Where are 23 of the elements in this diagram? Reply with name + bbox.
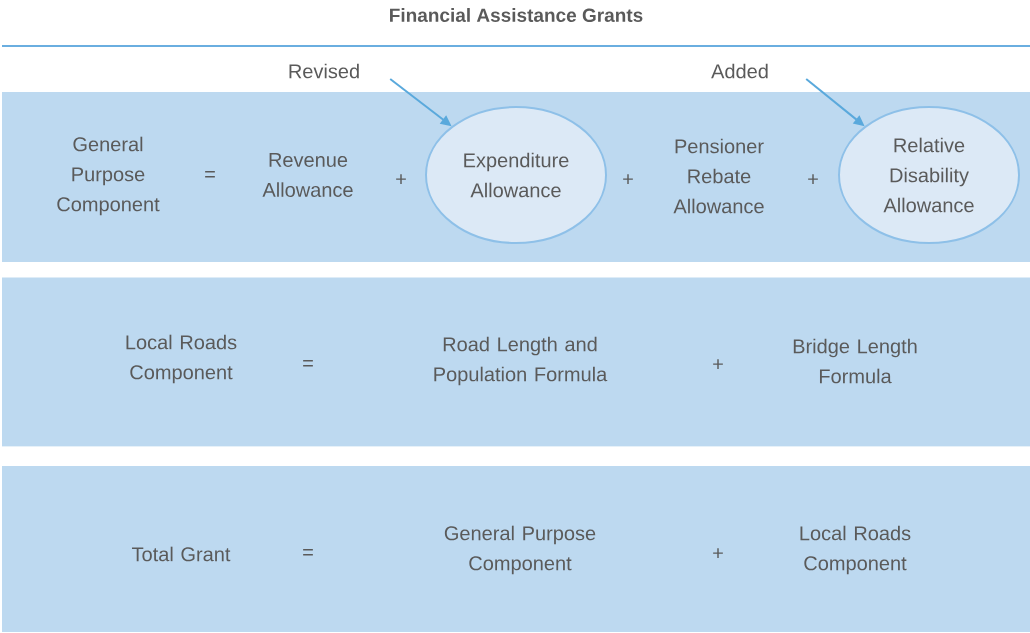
operator: +	[713, 548, 723, 558]
ellipse-term: Expenditure Allowance	[425, 106, 607, 244]
term-text: General Purpose Component	[57, 136, 160, 216]
operator: =	[303, 360, 313, 367]
operator: =	[205, 171, 215, 178]
ellipse-term: Relative Disability Allowance	[838, 106, 1020, 244]
term-text: Pensioner Rebate Allowance	[673, 138, 764, 214]
annotation-text: Revised	[289, 63, 359, 79]
band	[2, 466, 1030, 632]
term-text: Revenue Allowance	[262, 153, 353, 197]
term-text: Local Roads Component	[800, 525, 911, 575]
annotation-text: Added	[711, 63, 768, 79]
band	[2, 277, 1030, 447]
operator: +	[808, 174, 818, 184]
term-text: Total Grant	[132, 546, 231, 562]
term-text: Local Roads Component	[126, 334, 237, 384]
operator: +	[713, 359, 723, 369]
term-text: Road Length and Population Formula	[434, 336, 608, 386]
term-text: General Purpose Component	[444, 525, 596, 575]
operator: +	[396, 174, 406, 184]
title: Financial Assistance Grants	[390, 8, 643, 22]
term-text: Bridge Length Formula	[793, 338, 917, 384]
operator: =	[303, 549, 313, 556]
